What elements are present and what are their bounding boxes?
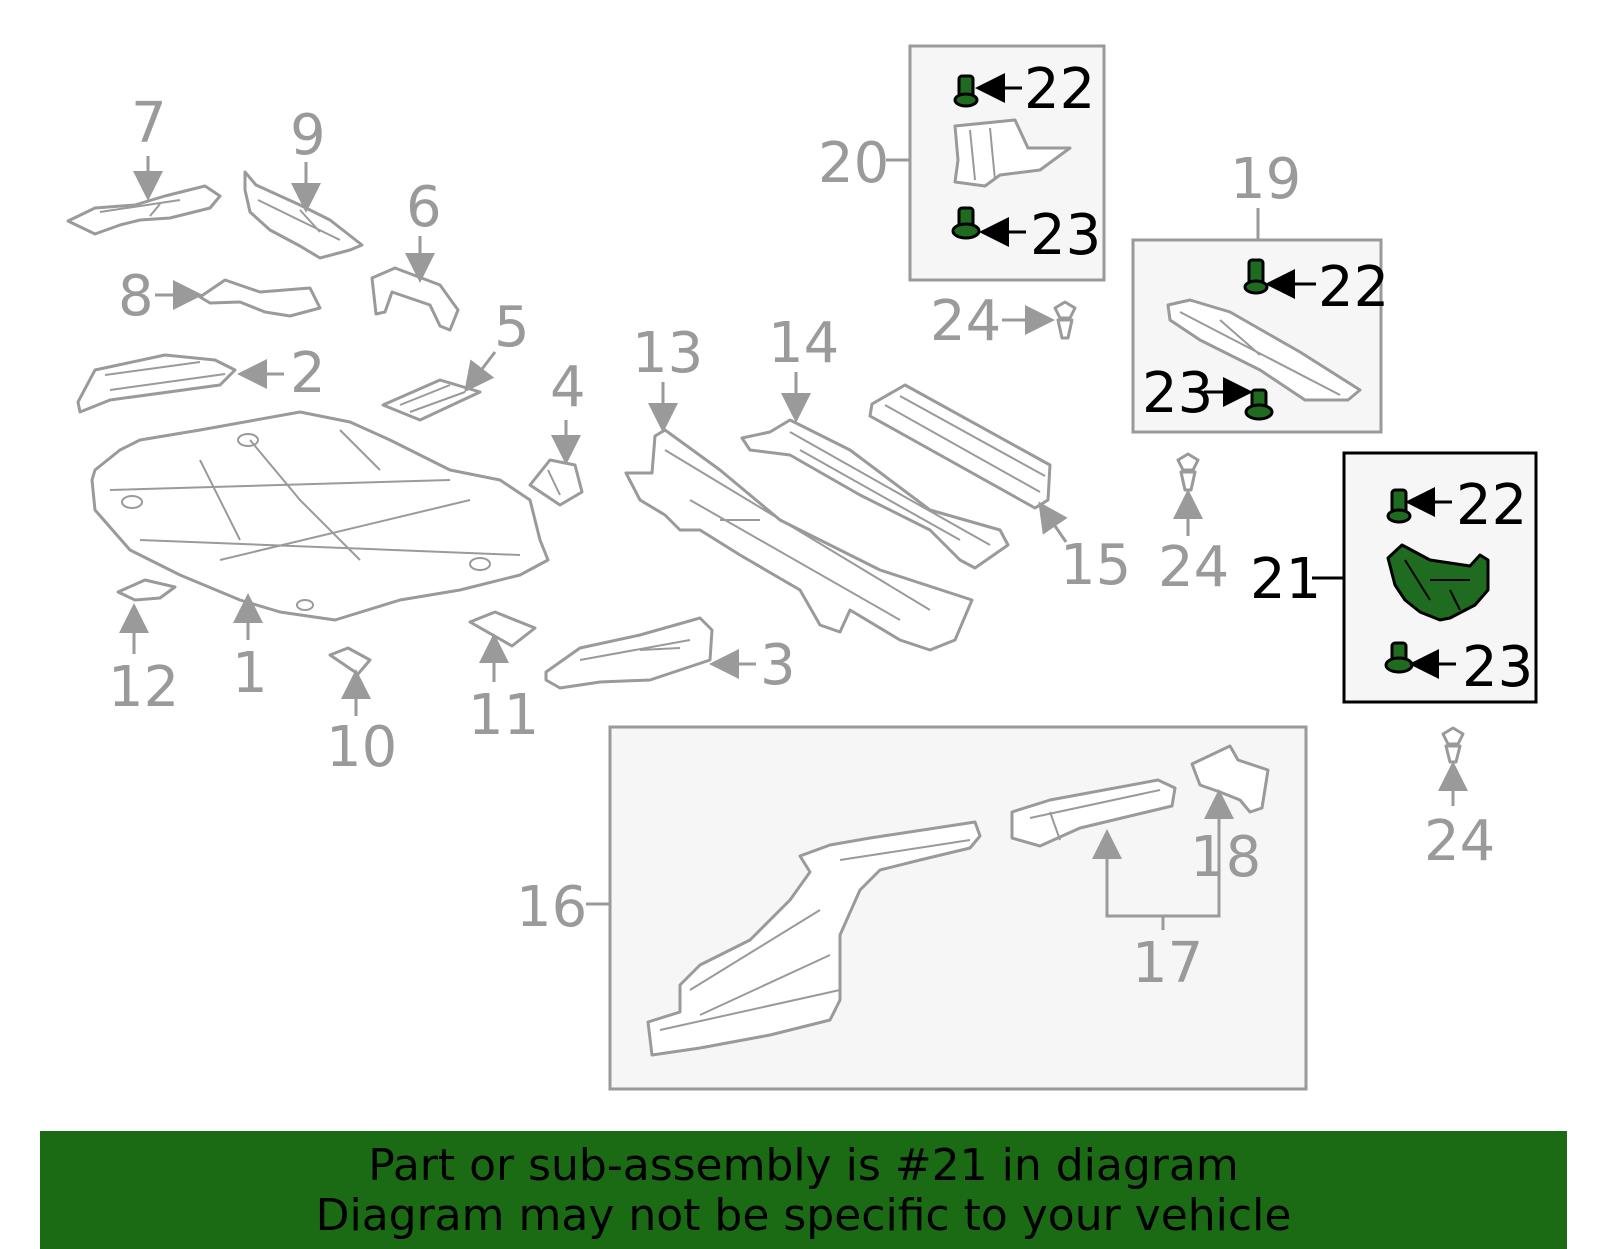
callout-22b: 22 [1318, 255, 1389, 320]
bolt-23-box19 [1244, 388, 1274, 421]
part-3 [544, 616, 714, 690]
callout-13: 13 [632, 321, 703, 386]
leaders [119, 73, 1468, 930]
callout-12: 12 [108, 655, 179, 720]
part-5 [381, 378, 482, 422]
part-1 [90, 410, 550, 622]
part-21 [1386, 543, 1490, 622]
callout-15: 15 [1060, 533, 1131, 598]
callout-17: 17 [1132, 931, 1203, 996]
banner-line-1: Part or sub-assembly is #21 in diagram [368, 1140, 1239, 1191]
bolt-22-box20 [953, 74, 979, 108]
callout-1: 1 [232, 641, 268, 706]
bolt-22-box21 [1386, 488, 1412, 524]
callout-6: 6 [406, 175, 442, 240]
callout-24c: 24 [1424, 809, 1495, 874]
banner-line-2: Diagram may not be specific to your vehi… [315, 1190, 1292, 1241]
bolt-23-box21 [1384, 641, 1414, 674]
callout-3: 3 [760, 633, 796, 698]
part-10 [328, 646, 372, 676]
part-4 [528, 458, 584, 507]
callout-14: 14 [768, 311, 839, 376]
callout-7: 7 [131, 91, 167, 156]
part-19 [1166, 298, 1362, 402]
bolt-22-box19 [1243, 258, 1269, 295]
callout-23b: 23 [1142, 361, 1213, 426]
callout-8: 8 [118, 264, 154, 329]
part-8 [198, 278, 322, 318]
callout-22a: 22 [1024, 57, 1095, 122]
part-20 [953, 118, 1072, 188]
clip-24-b [1176, 452, 1200, 492]
clip-24-a [1053, 300, 1077, 340]
part-17 [1010, 778, 1177, 848]
part-14 [740, 418, 1010, 570]
part-12 [116, 578, 177, 602]
callout-11: 11 [468, 683, 539, 748]
callout-24a: 24 [930, 289, 1001, 354]
callout-23a: 23 [1030, 203, 1101, 268]
callout-9: 9 [290, 103, 326, 168]
part-7 [66, 184, 222, 236]
info-banner: Part or sub-assembly is #21 in diagram D… [40, 1131, 1567, 1249]
part-15 [868, 383, 1052, 510]
callout-2: 2 [290, 341, 326, 406]
callout-10: 10 [326, 715, 397, 780]
callout-22c: 22 [1456, 473, 1527, 538]
part-18 [1190, 744, 1270, 814]
part-11 [468, 610, 537, 648]
callout-18: 18 [1190, 825, 1261, 890]
callout-16: 16 [516, 875, 587, 940]
callout-21: 21 [1250, 547, 1321, 612]
part-9 [243, 170, 364, 260]
part-6 [370, 266, 460, 332]
part-16 [646, 820, 982, 1057]
callout-20: 20 [818, 131, 889, 196]
callout-4: 4 [550, 355, 586, 420]
clip-24-c [1441, 726, 1465, 764]
part-13 [624, 428, 974, 652]
callout-19: 19 [1230, 147, 1301, 212]
callout-24b: 24 [1158, 535, 1229, 600]
part-2 [76, 353, 237, 414]
callout-23c: 23 [1462, 635, 1533, 700]
callout-5: 5 [494, 295, 530, 360]
